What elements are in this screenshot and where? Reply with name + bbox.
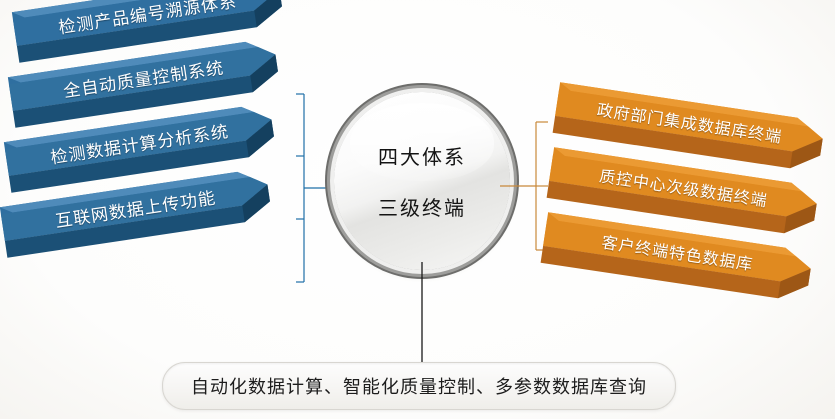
chevron-bar-icon [546,147,819,242]
left-bar-2[interactable]: 全自动质量控制系统 [7,38,281,133]
right-bar-1[interactable]: 政府部门集成数据库终端 [552,82,825,177]
left-systems-group: 检测产品编号溯源体系 全自动质量控制系统 [0,0,308,314]
chevron-bar-icon [552,82,825,177]
chevron-bar-icon [7,38,281,133]
left-bar-3[interactable]: 检测数据计算分析系统 [3,103,277,198]
center-circle[interactable]: 四大体系 三级终端 [334,92,510,270]
right-bar-2[interactable]: 质控中心次级数据终端 [546,147,819,242]
center-line-1: 四大体系 [378,147,466,169]
bracket-right-icon [498,116,548,261]
chevron-bar-icon [3,103,277,198]
stem-line-icon [418,262,426,371]
summary-pill-label: 自动化数据计算、智能化质量控制、多参数数据库查询 [191,377,647,397]
chevron-bar-icon [540,212,813,307]
chevron-bar-icon [11,0,285,68]
chevron-bar-icon [0,168,273,263]
right-bar-3[interactable]: 客户终端特色数据库 [540,212,813,307]
summary-pill[interactable]: 自动化数据计算、智能化质量控制、多参数数据库查询 [162,362,676,410]
left-bar-1[interactable]: 检测产品编号溯源体系 [11,0,285,68]
center-line-2: 三级终端 [378,198,466,220]
left-bar-4[interactable]: 互联网数据上传功能 [0,168,273,263]
right-terminals-group: 政府部门集成数据库终端 质控中心次级数据终端 [540,78,835,308]
